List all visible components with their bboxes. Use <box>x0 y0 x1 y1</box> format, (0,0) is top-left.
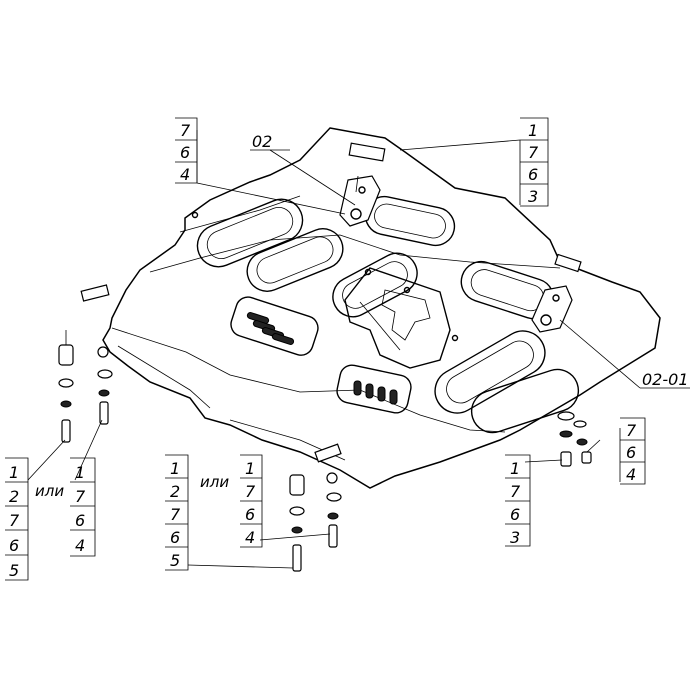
callout-top-left-2: 6 <box>180 143 190 162</box>
callout-top-left-3: 4 <box>180 165 190 184</box>
fastener-stack-right <box>557 411 592 467</box>
callout-mid-a-5: 5 <box>170 551 180 570</box>
callout-top-right-3: 6 <box>528 165 538 184</box>
fastener-stack-left-b <box>97 346 113 425</box>
callout-left-a-3: 7 <box>9 511 20 530</box>
callout-left-a-5: 5 <box>9 561 19 580</box>
callout-or-left: или <box>35 482 64 500</box>
callout-mid-b-4: 4 <box>245 528 255 547</box>
callout-top-left-1: 7 <box>180 121 191 140</box>
callout-mid-a-1: 1 <box>170 459 180 478</box>
callout-left-b-2: 7 <box>75 487 86 506</box>
callout-left-b-3: 6 <box>75 511 85 530</box>
callout-top-right-2: 7 <box>528 143 539 162</box>
callout-mid-a-4: 6 <box>170 528 180 547</box>
callout-mid-b-3: 6 <box>245 505 255 524</box>
callout-top-right-4: 3 <box>528 187 538 206</box>
callout-left-a-2: 2 <box>9 487 19 506</box>
vent-slots-bottom <box>336 364 412 414</box>
clip-plate-left <box>80 284 110 302</box>
callout-mid-a-3: 7 <box>170 505 181 524</box>
fastener-stack-left-a <box>58 330 74 443</box>
center-panel <box>344 267 451 369</box>
clip-plate-right <box>554 253 582 273</box>
callout-part-02-01: 02-01 <box>642 370 689 389</box>
callout-mid-b-2: 7 <box>245 482 256 501</box>
callout-part-02: 02 <box>252 132 272 151</box>
callout-right-stack-3: 6 <box>510 505 520 524</box>
callout-right-stack-1: 1 <box>510 459 520 478</box>
callout-mid-b-1: 1 <box>245 459 255 478</box>
callout-left-b-1: 1 <box>75 463 85 482</box>
callout-right-small-3: 4 <box>626 465 636 484</box>
callout-left-a-4: 6 <box>9 536 19 555</box>
vent-slots-left <box>230 296 319 356</box>
fastener-stack-mid-b <box>326 472 342 548</box>
bracket-02-01 <box>531 285 573 333</box>
fastener-stack-mid-a <box>289 474 305 572</box>
callout-top-right-1: 1 <box>528 121 538 140</box>
callout-right-small-2: 6 <box>626 443 636 462</box>
clip-plate-top <box>348 142 386 162</box>
callout-left-a-1: 1 <box>9 463 19 482</box>
callout-left-b-4: 4 <box>75 536 85 555</box>
callout-mid-a-2: 2 <box>170 482 180 501</box>
leader-lines <box>27 130 641 569</box>
clip-plate-bottom <box>314 443 342 463</box>
callout-right-small-1: 7 <box>626 421 637 440</box>
callout-or-mid: или <box>200 473 229 491</box>
callout-right-stack-2: 7 <box>510 482 521 501</box>
bracket-02 <box>339 175 381 227</box>
skid-plate-body <box>102 127 661 489</box>
callout-right-stack-4: 3 <box>510 528 520 547</box>
